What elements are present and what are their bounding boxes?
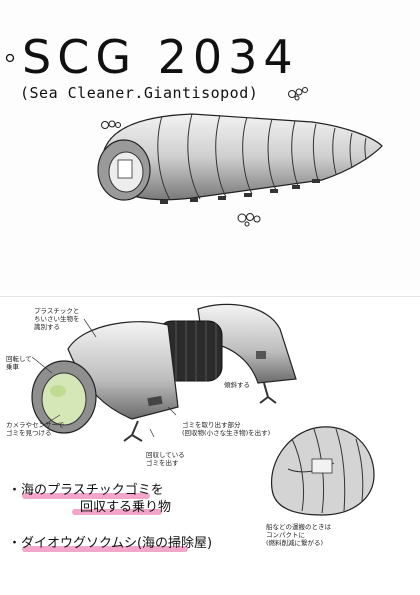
annotation-leaders [31,318,207,438]
bubbles-icon [237,213,261,227]
rotate-board-note: 回転して 乗車 [6,355,32,371]
plastic-detection-note: プラスチックと ちいさい生物を 識別する [34,307,80,331]
camera-sensor-note: カメラやセンサーで ゴミを見つける [6,421,65,437]
highlight-mark [22,546,188,552]
highlight-mark [22,493,150,499]
vehicle-detail-illustration [31,303,297,442]
bubbles-icon [101,120,121,129]
page-subtitle: (Sea Cleaner.Giantisopod) [20,84,259,102]
detail-panel: プラスチックと ちいさい生物を 識別する 回転して 乗車 カメラやセンサーで ゴ… [0,296,420,595]
highlight-mark [72,509,162,515]
bullet-circle-icon [5,53,15,63]
removal-section-note: ゴミを取り出す部分 (回収物(小さな生き物)を出す) [182,421,271,437]
isopod-vehicle-illustration [97,113,383,204]
collected-trash-note: 回収している ゴミを出す [146,451,185,467]
inspiration-bullet: ・ダイオウグソクムシ(海の掃除屋) [8,536,213,551]
tilt-note: 傾斜する [224,381,250,389]
purpose-bullet-cont: 回収する乗り物 [80,500,172,515]
purpose-bullet: ・海のプラスチックゴミを [8,483,164,498]
bubbles-icon [288,87,308,101]
page-title: SCG 2034 [22,30,299,84]
compact-transport-note: 船などの運搬のときは コンパクトに (燃料削減に繋がる) [266,523,331,547]
compact-mode-illustration [271,426,375,516]
concept-panel: SCG 2034 (Sea Cleaner.Giantisopod) [0,0,420,292]
